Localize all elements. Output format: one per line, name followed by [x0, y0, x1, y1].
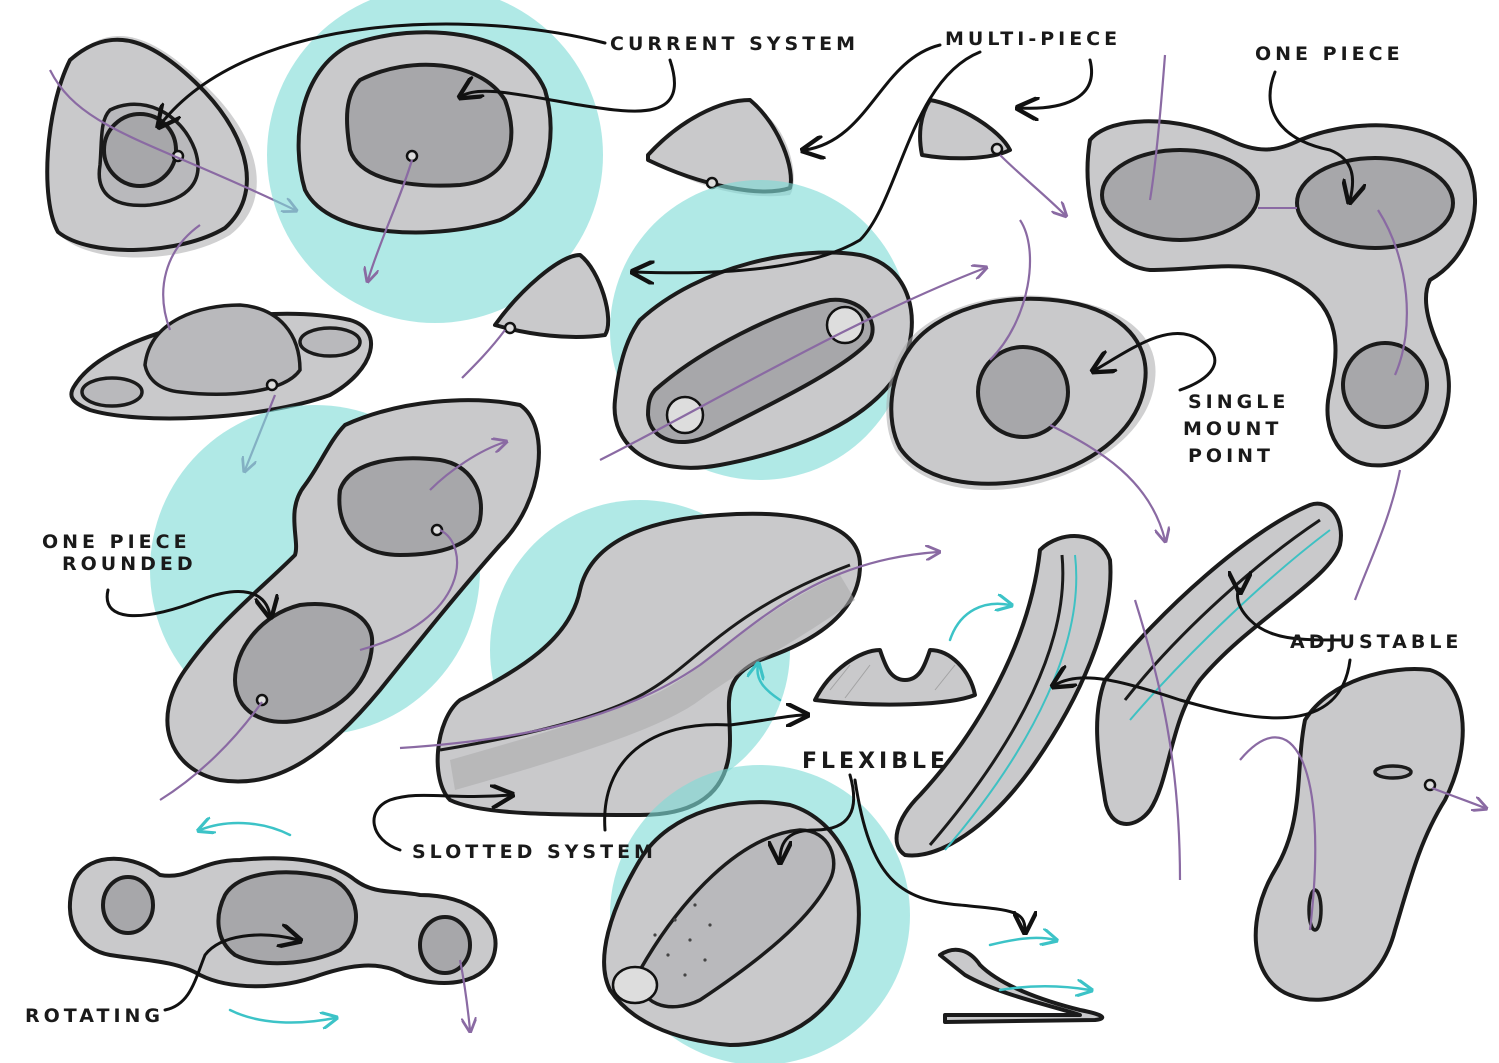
label-slotted-system: SLOTTED SYSTEM: [412, 841, 657, 863]
label-flexible: FLEXIBLE: [802, 749, 949, 774]
sketch-current-triangle-small: [47, 36, 295, 258]
label-one-piece: ONE PIECE: [1255, 43, 1404, 65]
label-single-mount-3: POINT: [1188, 445, 1274, 467]
label-one-piece-rounded-2: ROUNDED: [62, 553, 197, 575]
label-one-piece-rounded-1: ONE PIECE: [42, 531, 191, 553]
sketch-single-mount: [886, 220, 1165, 540]
sketch-flexible-profile: [940, 938, 1102, 1022]
label-rotating: ROTATING: [25, 1005, 164, 1027]
label-single-mount-1: SINGLE: [1188, 391, 1289, 413]
label-adjustable: ADJUSTABLE: [1290, 631, 1462, 653]
label-multi-piece: MULTI-PIECE: [945, 28, 1121, 50]
sketch-multi-piece-b: [920, 100, 1065, 215]
label-current-system: CURRENT SYSTEM: [610, 33, 859, 55]
label-single-mount-2: MOUNT: [1183, 418, 1282, 440]
